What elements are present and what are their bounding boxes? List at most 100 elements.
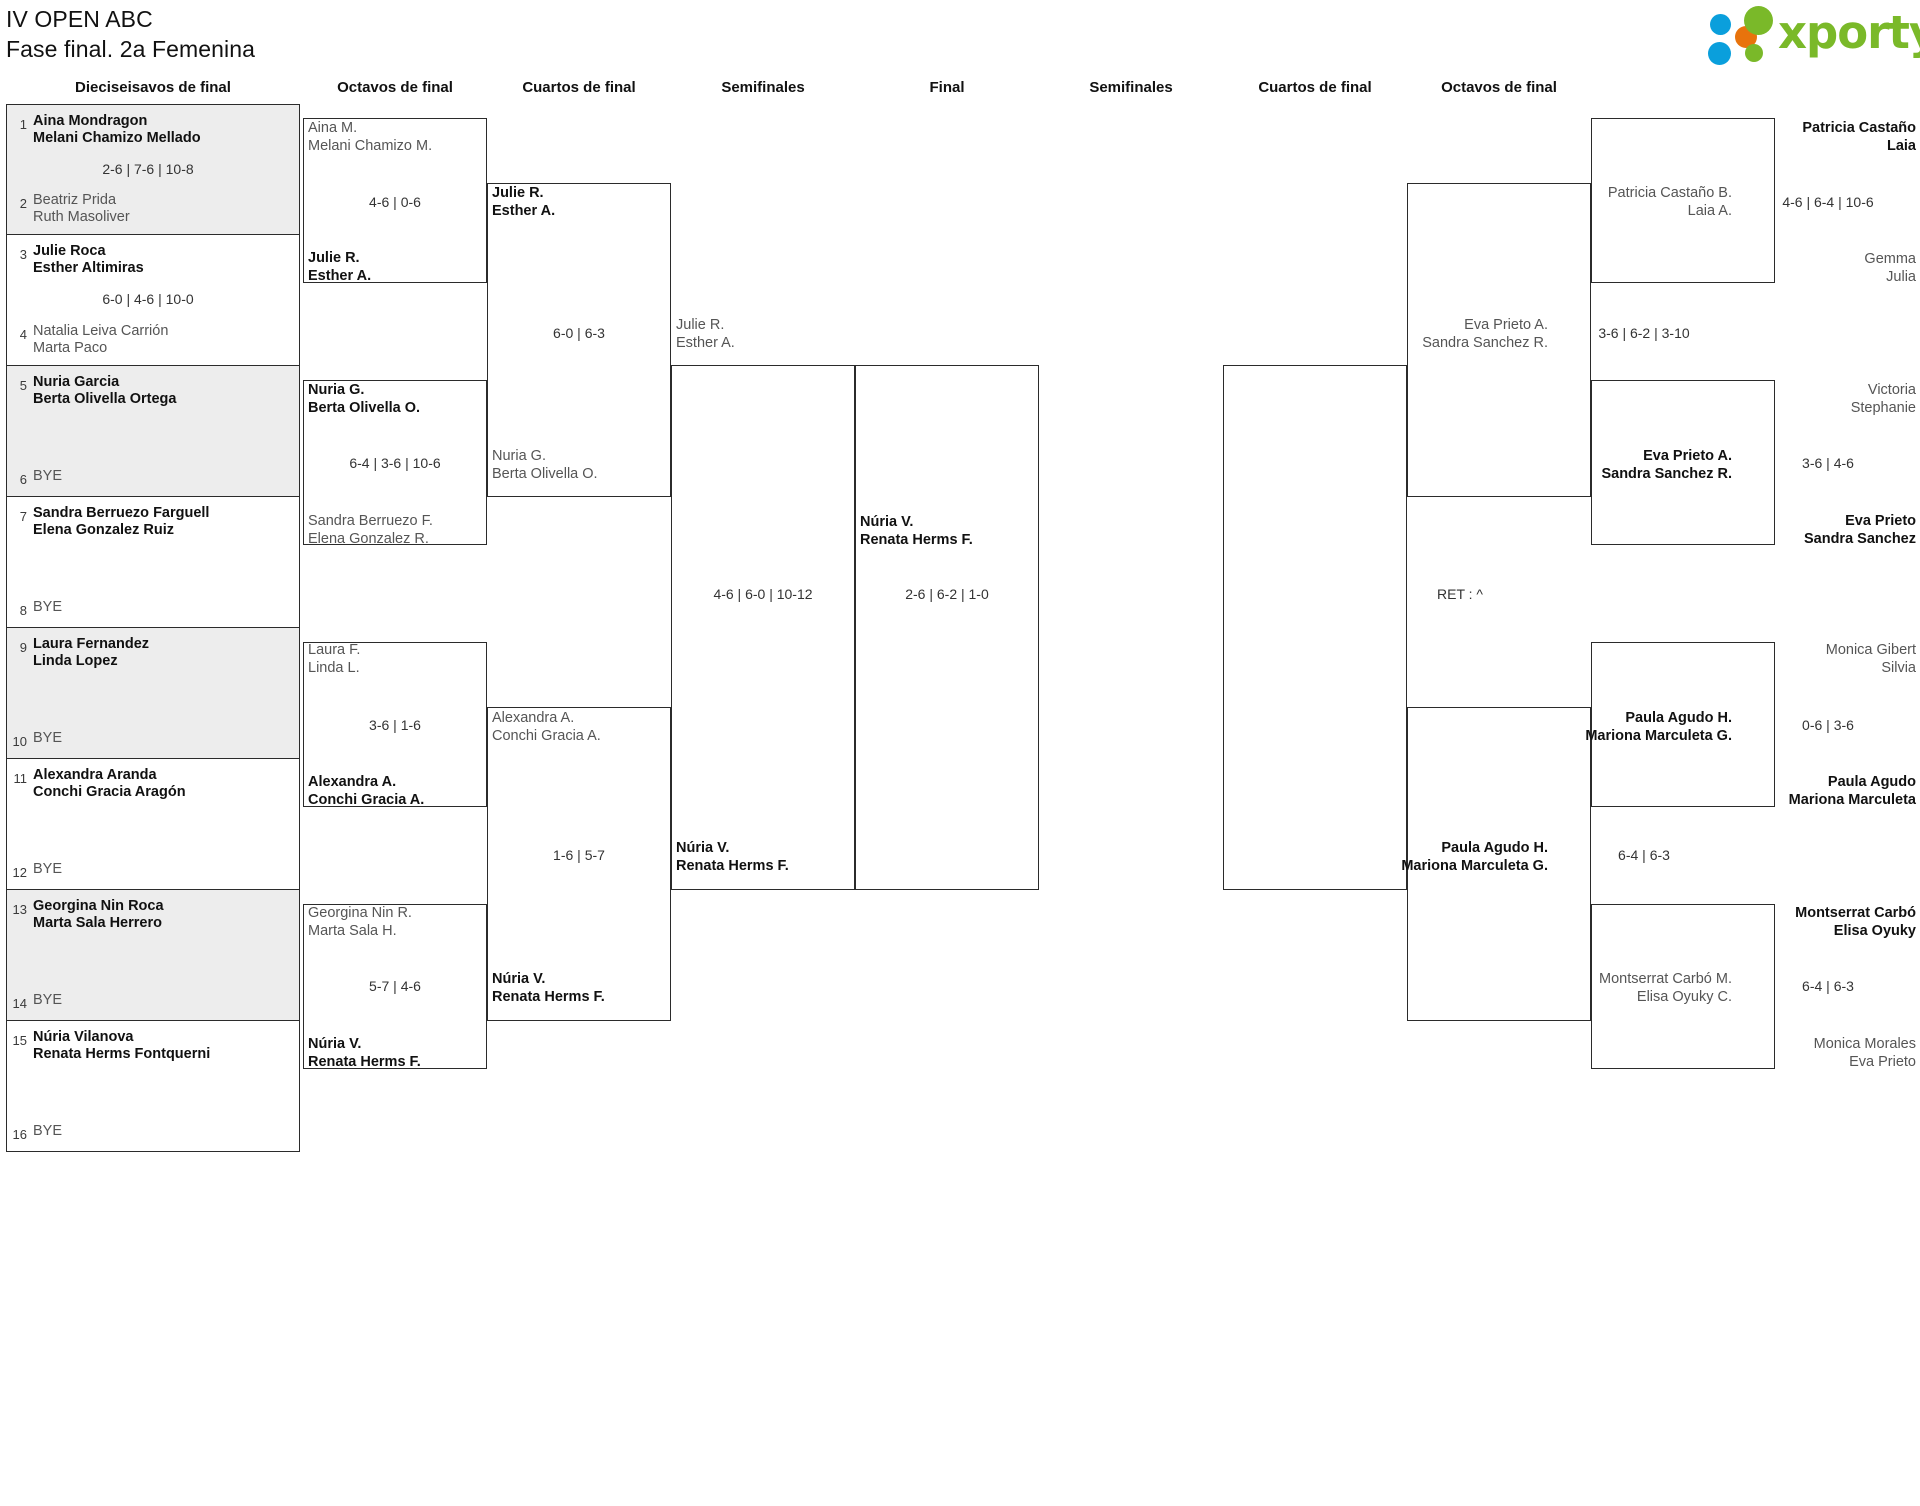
bracket-team-label[interactable]: Aina M.Melani Chamizo M. [308, 119, 432, 155]
player-name: Laia [1886, 138, 1916, 154]
logo-dot-green-small [1745, 44, 1763, 62]
bracket-team-label[interactable]: Alexandra A.Conchi Gracia A. [492, 709, 601, 745]
bracket-box-octavos-right-3[interactable] [1591, 904, 1775, 1069]
player-name: Julie R. [676, 317, 725, 333]
bracket-team-label[interactable]: Núria V.Renata Herms F. [860, 513, 973, 549]
bracket-team-label[interactable]: Núria V.Renata Herms F. [676, 839, 789, 875]
bracket-team-label[interactable]: Eva Prieto A. Sandra Sanchez R. [1422, 316, 1548, 352]
bracket-box-final-0[interactable] [855, 365, 1039, 890]
bracket-team-label[interactable]: Julie R.Esther A. [492, 184, 555, 220]
round-header-7: Octavos de final [1441, 79, 1557, 96]
bracket-team-label[interactable]: Patricia Castaño B.Laia A. [1608, 184, 1732, 220]
bracket-box-cuartos-right-0[interactable] [1407, 183, 1591, 497]
player-name: Laura Fernandez [33, 636, 150, 652]
seed-number: 6 [19, 472, 27, 487]
player-name: Julia [1886, 269, 1916, 285]
match-score: 6-4 | 6-3 [1618, 847, 1670, 863]
player-name: Mariona Marculeta G. [1585, 728, 1732, 744]
bracket-box-octavos-left-1[interactable] [303, 380, 487, 545]
bracket-team-label[interactable]: Georgina Nin R.Marta Sala H. [308, 904, 412, 940]
bracket-team-label[interactable]: Nuria G.Berta Olivella O. [308, 381, 420, 417]
bracket-team-label[interactable]: Julie R. Esther A. [676, 316, 735, 352]
match-score: 0-6 | 3-6 [1802, 717, 1854, 733]
bracket-team-label[interactable]: Nuria G.Berta Olivella O. [492, 447, 598, 483]
player-name: Conchi Gracia A. [492, 728, 601, 744]
bracket-box-octavos-right-1[interactable] [1591, 380, 1775, 545]
bracket-team-label[interactable]: Laura F.Linda L. [308, 641, 360, 677]
bracket-team-label[interactable]: Núria V.Renata Herms F. [308, 1035, 421, 1071]
player-name: Elisa Oyuky [1833, 923, 1916, 939]
bracket-box-cuartos-right-1[interactable] [1407, 707, 1591, 1021]
player-name: Paula Agudo H. [1625, 710, 1732, 726]
bracket-team-label[interactable]: Núria V.Renata Herms F. [492, 970, 605, 1006]
player-name: Esther A. [676, 335, 735, 351]
bracket-team-label[interactable]: Paula Agudo H.Mariona Marculeta G. [1401, 839, 1548, 875]
bracket-box-octavos-left-0[interactable] [303, 118, 487, 283]
player-name: Renata Herms F. [492, 989, 605, 1005]
bracket-team-label[interactable]: Montserrat Carbó M.Elisa Oyuky C. [1599, 970, 1732, 1006]
bracket-box-cuartos-left-0[interactable] [487, 183, 671, 497]
player-name: Eva Prieto A. [1464, 317, 1548, 333]
bracket-box-octavos-left-2[interactable] [303, 642, 487, 807]
player-name: Sandra Sanchez R. [1422, 335, 1548, 351]
round-header-6: Cuartos de final [1258, 79, 1372, 96]
match-score: 2-6 | 7-6 | 10-8 [102, 161, 194, 177]
bracket-team-label[interactable]: Julie R.Esther A. [308, 249, 371, 285]
bracket-team-label[interactable]: Eva Prieto A.Sandra Sanchez R. [1601, 447, 1732, 483]
round-header-5: Semifinales [1089, 79, 1173, 96]
bracket-box-octavos-right-2[interactable] [1591, 642, 1775, 807]
bracket-box-octavos-right-0[interactable] [1591, 118, 1775, 283]
bracket-box-semifinal-left-0[interactable] [671, 365, 855, 890]
seed-number: 15 [12, 1033, 27, 1048]
player-name: Laura F. [308, 642, 361, 658]
player-name: Berta Olivella O. [308, 400, 421, 416]
seed-team-names: BYE [33, 599, 63, 615]
player-name: Aina Mondragon [33, 113, 148, 129]
seed-number: 2 [19, 196, 27, 211]
bracket-box-cuartos-left-1[interactable] [487, 707, 671, 1021]
bracket-team-label[interactable]: Sandra Berruezo F.Elena Gonzalez R. [308, 512, 433, 548]
bracket-team-label[interactable]: Paula Agudo H. Mariona Marculeta G. [1585, 709, 1732, 745]
seed-team-names: BYE [33, 1123, 63, 1139]
bracket-box-octavos-left-3[interactable] [303, 904, 487, 1069]
tournament-name: IV OPEN ABC [6, 6, 153, 32]
bracket-team-label[interactable]: Alexandra A.Conchi Gracia A. [308, 773, 424, 809]
player-name: Marta Sala H. [308, 923, 397, 939]
bracket-box-semifinal-right-0[interactable] [1223, 365, 1407, 890]
